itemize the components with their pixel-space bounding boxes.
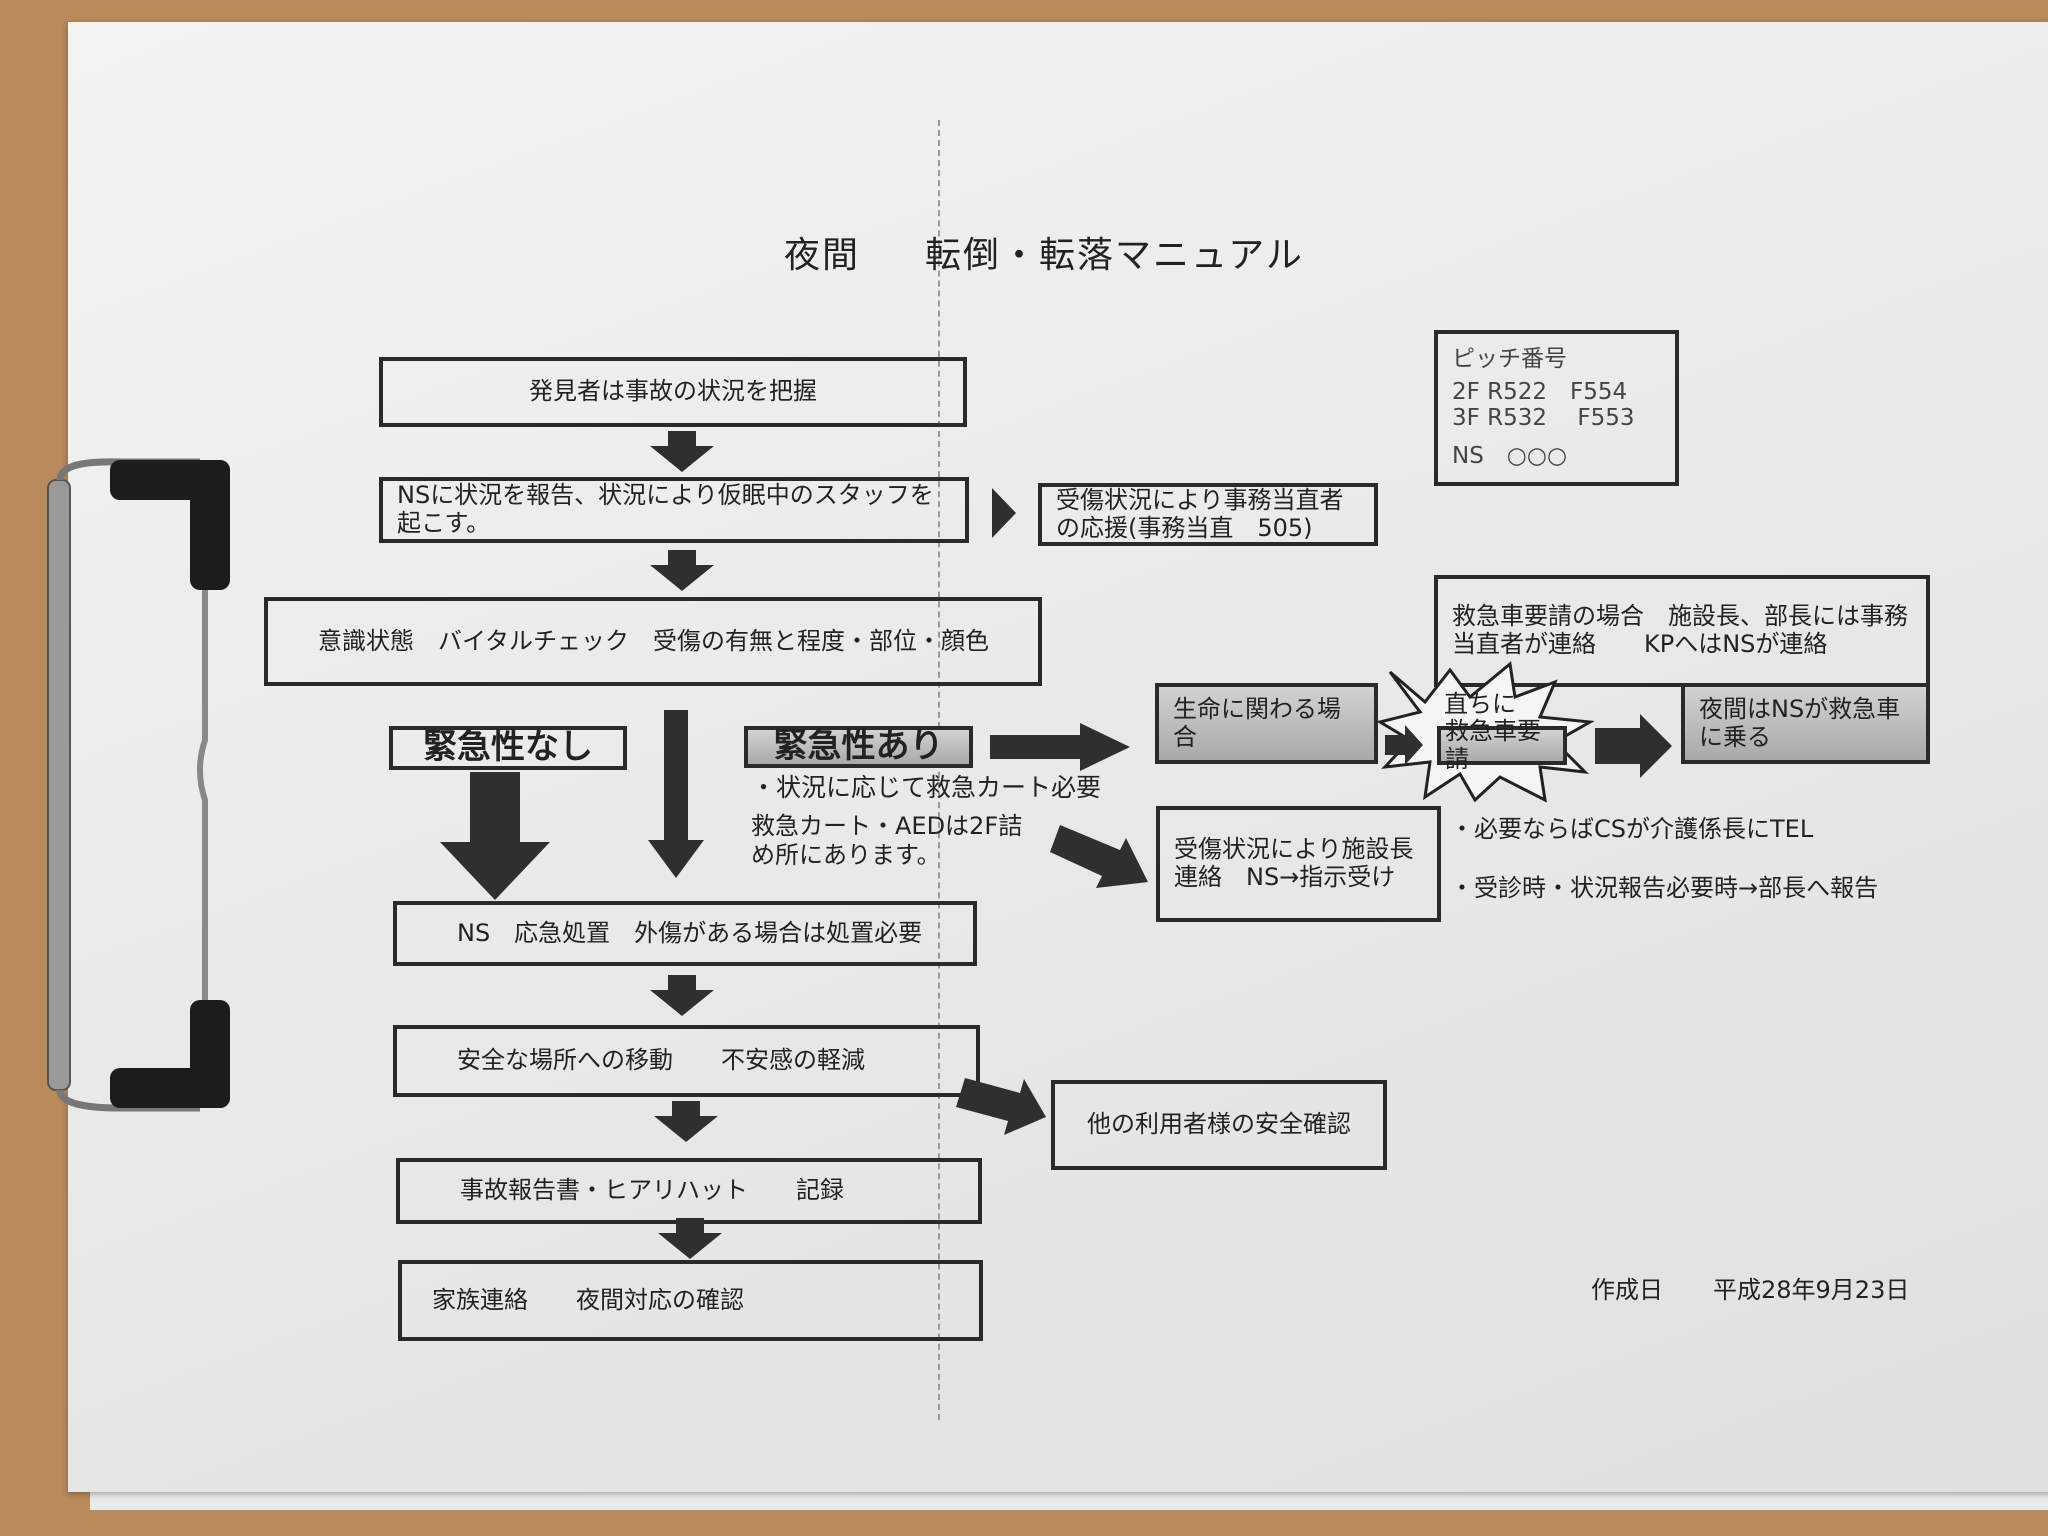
arrow-down-icon	[658, 1218, 722, 1259]
no-urgency-label: 緊急性なし	[389, 726, 627, 770]
page-title: 転倒・転落マニュアル	[925, 235, 1304, 276]
pitch-number-box: ピッチ番号 2F R522 F554 3F R532 F553 NS ○○○	[1434, 330, 1679, 486]
call-ambulance-box: 救急車要請	[1437, 717, 1567, 772]
urgency-label: 緊急性あり	[744, 726, 973, 768]
step-move-safe: 安全な場所への移動 不安感の軽減	[393, 1025, 980, 1097]
office-support-box: 受傷状況により事務当直者の応援(事務当直 505)	[1038, 483, 1378, 546]
others-safety-box: 他の利用者様の安全確認	[1051, 1080, 1387, 1170]
pitch-row-2f: 2F R522 F554	[1452, 378, 1628, 405]
created-label: 作成日	[1591, 1276, 1663, 1304]
urgency-note-aed: 救急カート・AEDは2F詰 め所にあります。	[751, 812, 1023, 869]
arrow-down-icon	[648, 710, 704, 878]
life-threatening-box: 生命に関わる場合	[1155, 683, 1378, 764]
step-family: 家族連絡 夜間対応の確認	[398, 1260, 983, 1341]
immediately-label: 直ちに	[1444, 690, 1516, 718]
arrow-right-icon	[1595, 714, 1672, 778]
step-report: NSに状況を報告、状況により仮眠中のスタッフを起こす。	[379, 477, 969, 543]
fold-line	[938, 120, 940, 1420]
arrow-down-icon	[650, 431, 714, 472]
note-cs: ・必要ならばCSが介護係長にTEL	[1450, 815, 1814, 843]
step-first-aid: NS 応急処置 外傷がある場合は処置必要	[393, 901, 977, 966]
title-night: 夜間	[784, 235, 861, 276]
arrow-right-icon	[990, 723, 1130, 771]
arrow-right-icon	[992, 488, 1016, 538]
arrow-down-icon	[650, 975, 714, 1016]
step-check: 意識状態 バイタルチェック 受傷の有無と程度・部位・顔色	[264, 597, 1042, 686]
clipboard-clip-icon	[47, 458, 230, 1112]
injury-contact-box: 受傷状況により施設長連絡 NS→指示受け	[1156, 806, 1441, 922]
arrow-down-icon	[650, 550, 714, 591]
urgency-note-cart: ・状況に応じて救急カート必要	[751, 773, 1102, 802]
arrow-diag-icon	[1050, 825, 1148, 888]
step-discover: 発見者は事故の状況を把握	[379, 357, 967, 427]
arrow-right-icon	[1385, 725, 1423, 765]
pitch-row-3f: 3F R532 F553	[1452, 405, 1635, 431]
arrow-down-icon	[654, 1101, 718, 1142]
note-report: ・受診時・状況報告必要時→部長へ報告	[1450, 874, 1879, 902]
pitch-ns: NS ○○○	[1452, 443, 1568, 470]
created-date: 平成28年9月23日	[1713, 1276, 1910, 1304]
pitch-heading: ピッチ番号	[1452, 346, 1567, 373]
ambulance-info-box: 救急車要請の場合 施設長、部長には事務当直者が連絡 KPへはNSが連絡	[1434, 575, 1930, 687]
arrow-diag-icon	[956, 1078, 1046, 1135]
arrow-down-big-icon	[440, 772, 550, 900]
night-ride-box: 夜間はNSが救急車に乗る	[1681, 683, 1930, 764]
